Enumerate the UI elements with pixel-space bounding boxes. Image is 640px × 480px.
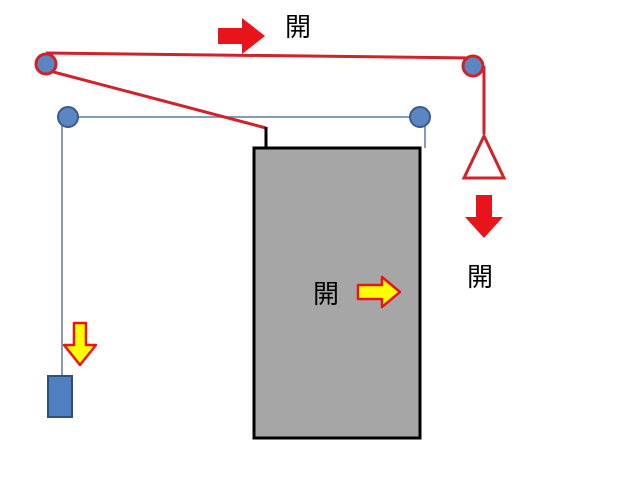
label-open-door: 開 bbox=[313, 280, 339, 310]
pulley-blue-left bbox=[57, 106, 79, 128]
pulley-blue-right bbox=[409, 106, 431, 128]
counterweight-triangle bbox=[461, 132, 507, 180]
arrow-down-icon bbox=[465, 195, 503, 238]
red-cable-top bbox=[45, 51, 474, 60]
pulley-red-right bbox=[461, 54, 485, 78]
arrow-right-icon bbox=[218, 18, 265, 54]
door-arrow-right-icon bbox=[356, 275, 402, 309]
label-open-top: 開 bbox=[285, 13, 311, 43]
red-cable-diagonal bbox=[45, 68, 267, 130]
pulley-red-left bbox=[34, 52, 58, 76]
label-open-right: 開 bbox=[467, 263, 493, 293]
weight-arrow-down-icon bbox=[62, 321, 98, 367]
counterweight-block bbox=[47, 375, 73, 418]
